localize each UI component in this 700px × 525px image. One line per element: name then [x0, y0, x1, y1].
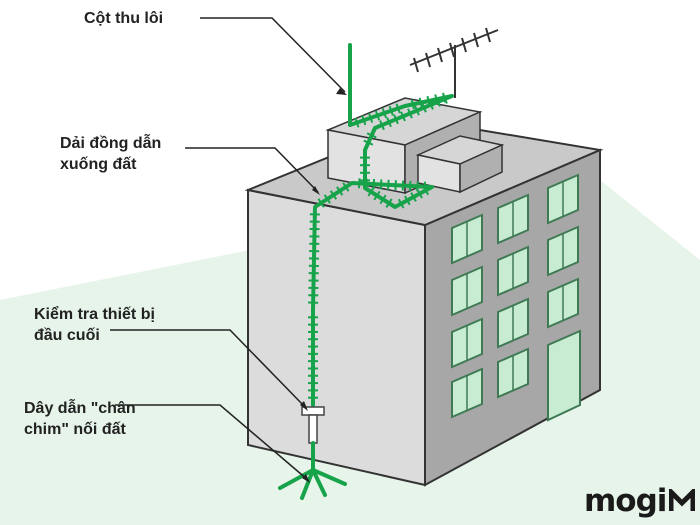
- leader-lightning-rod: [200, 17, 346, 93]
- tape-tick: [418, 97, 423, 108]
- copper-tape-segments: [308, 92, 448, 399]
- tape-tick: [414, 105, 420, 116]
- mogi-logo: mogi: [584, 483, 696, 519]
- label-test-terminal: Kiểm tra thiết bị đầu cuối: [34, 306, 155, 344]
- tv-antenna: [409, 27, 499, 98]
- tape-tick: [397, 198, 405, 209]
- tape-tick: [379, 194, 387, 205]
- tape-tick: [407, 108, 413, 119]
- tape-tick: [323, 194, 331, 204]
- building-front-face: [247, 188, 426, 487]
- tape-tick: [386, 117, 392, 128]
- label-down-conductor: Dải đồng dẫn xuống đất: [60, 135, 162, 173]
- tape-tick: [393, 114, 399, 125]
- tape-tick: [421, 102, 427, 113]
- leader-lines: [110, 17, 346, 481]
- tape-tick: [395, 103, 401, 114]
- bird-foot-ground-icon: [278, 441, 347, 500]
- tape-tick: [428, 99, 434, 110]
- label-ground-conductor: Dây dẫn "chân chim" nối đất: [24, 400, 136, 438]
- tape-tick: [404, 195, 411, 206]
- leader-down-conductor: [185, 147, 319, 193]
- tape-tick: [336, 186, 344, 196]
- tape-tick: [379, 120, 385, 131]
- tape-tick: [368, 112, 374, 123]
- tape-tick: [442, 93, 448, 104]
- tape-tick: [410, 99, 415, 110]
- tape-tick: [385, 198, 393, 208]
- tape-tick: [374, 110, 381, 121]
- tape-tick: [381, 108, 387, 119]
- logo-mark-icon: [668, 485, 696, 511]
- tape-tick: [435, 96, 441, 107]
- tape-tick: [342, 182, 350, 192]
- entrance-door: [547, 329, 581, 422]
- tape-tick: [361, 115, 367, 126]
- tape-tick: [363, 139, 374, 146]
- leader-ground: [115, 404, 309, 481]
- tape-tick: [366, 132, 377, 139]
- label-lightning-rod: Cột thu lôi: [84, 10, 164, 27]
- tape-tick: [354, 117, 360, 128]
- tape-tick: [317, 198, 325, 208]
- tape-tick: [388, 105, 394, 116]
- logo-text: mogi: [584, 483, 667, 519]
- rooftop-unit-side: [459, 143, 503, 194]
- tape-tick: [329, 190, 338, 200]
- windows-group: [451, 173, 581, 422]
- tape-tick: [410, 192, 417, 202]
- arrowheads: [300, 88, 347, 483]
- leader-test-terminal: [110, 329, 307, 409]
- tape-tick: [400, 111, 406, 122]
- tape-tick: [373, 190, 381, 201]
